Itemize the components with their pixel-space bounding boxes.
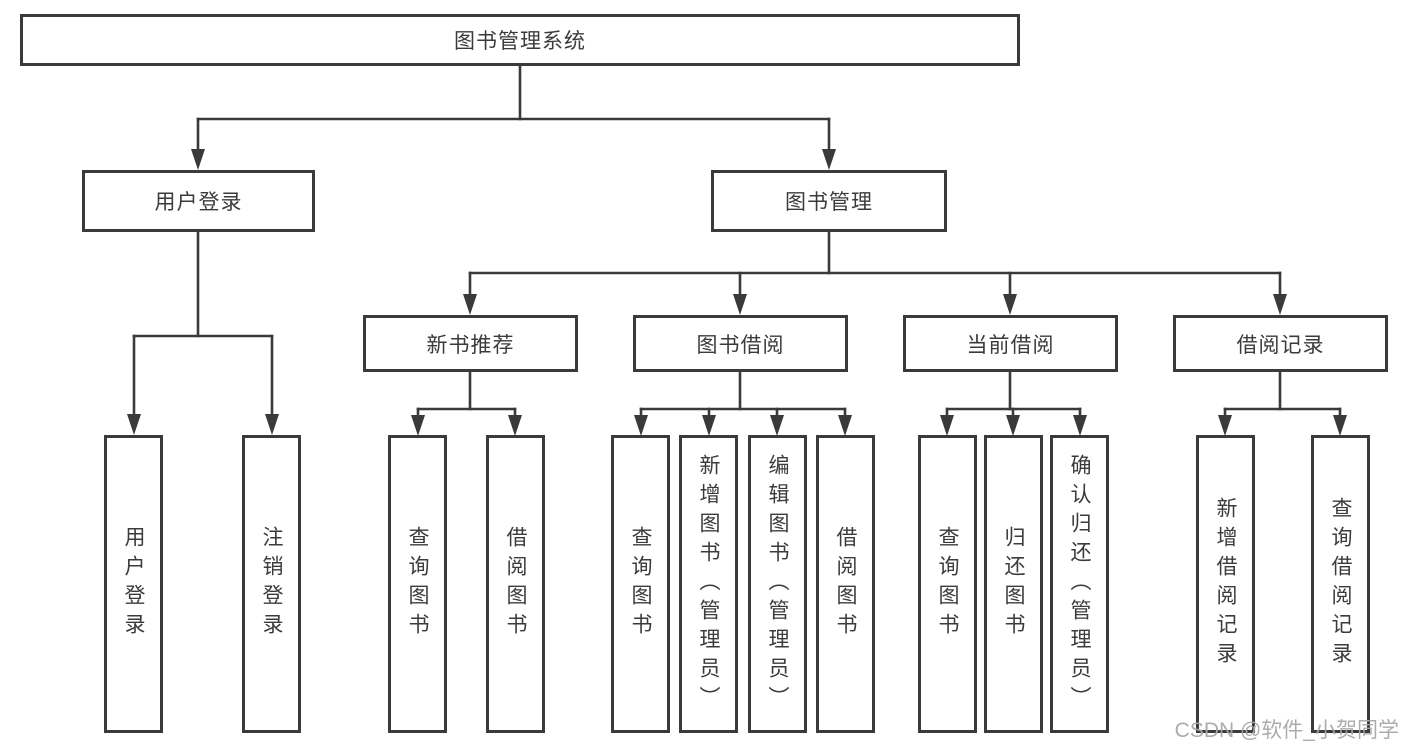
- leaf-borrow-books-borrow-label: 借阅图书: [834, 526, 857, 642]
- node-new-book-recommend-label: 新书推荐: [426, 333, 515, 357]
- node-borrow-records: 借阅记录: [1173, 315, 1388, 372]
- leaf-add-borrow-record: 新增借阅记录: [1196, 435, 1255, 733]
- node-root: 图书管理系统: [20, 14, 1020, 66]
- leaf-user-login-label: 用户登录: [122, 526, 145, 642]
- node-book-management: 图书管理: [711, 170, 947, 232]
- leaf-confirm-return-admin: 确认归还（管理员）: [1050, 435, 1109, 733]
- node-new-book-recommend: 新书推荐: [363, 315, 578, 372]
- leaf-confirm-return-admin-label: 确认归还（管理员）: [1068, 453, 1091, 715]
- leaf-query-books-borrow-label: 查询图书: [629, 526, 652, 642]
- leaf-query-books-recommend: 查询图书: [388, 435, 447, 733]
- leaf-borrow-books-borrow: 借阅图书: [816, 435, 875, 733]
- leaf-logout: 注销登录: [242, 435, 301, 733]
- node-borrow-records-label: 借阅记录: [1236, 333, 1325, 357]
- node-book-borrow-label: 图书借阅: [696, 333, 785, 357]
- node-root-label: 图书管理系统: [454, 30, 586, 53]
- leaf-add-book-admin: 新增图书（管理员）: [679, 435, 738, 733]
- leaf-query-borrow-record: 查询借阅记录: [1311, 435, 1370, 733]
- node-book-management-label: 图书管理: [785, 191, 873, 214]
- leaf-query-books-current: 查询图书: [918, 435, 977, 733]
- leaf-query-books-borrow: 查询图书: [611, 435, 670, 733]
- watermark: CSDN @软件_小贺同学: [1174, 719, 1399, 742]
- leaf-query-books-current-label: 查询图书: [936, 526, 959, 642]
- leaf-add-book-admin-label: 新增图书（管理员）: [697, 453, 720, 715]
- node-current-borrow: 当前借阅: [903, 315, 1118, 372]
- node-current-borrow-label: 当前借阅: [966, 333, 1055, 357]
- leaf-edit-book-admin: 编辑图书（管理员）: [748, 435, 807, 733]
- leaf-logout-label: 注销登录: [260, 526, 283, 642]
- leaf-borrow-books-recommend: 借阅图书: [486, 435, 545, 733]
- leaf-query-borrow-record-label: 查询借阅记录: [1329, 497, 1352, 671]
- leaf-return-book-label: 归还图书: [1002, 526, 1025, 642]
- leaf-borrow-books-recommend-label: 借阅图书: [504, 526, 527, 642]
- leaf-edit-book-admin-label: 编辑图书（管理员）: [766, 453, 789, 715]
- leaf-add-borrow-record-label: 新增借阅记录: [1214, 497, 1237, 671]
- node-book-borrow: 图书借阅: [633, 315, 848, 372]
- leaf-query-books-recommend-label: 查询图书: [406, 526, 429, 642]
- node-user-login-label: 用户登录: [154, 191, 243, 214]
- leaf-return-book: 归还图书: [984, 435, 1043, 733]
- leaf-user-login: 用户登录: [104, 435, 163, 733]
- node-user-login: 用户登录: [82, 170, 315, 232]
